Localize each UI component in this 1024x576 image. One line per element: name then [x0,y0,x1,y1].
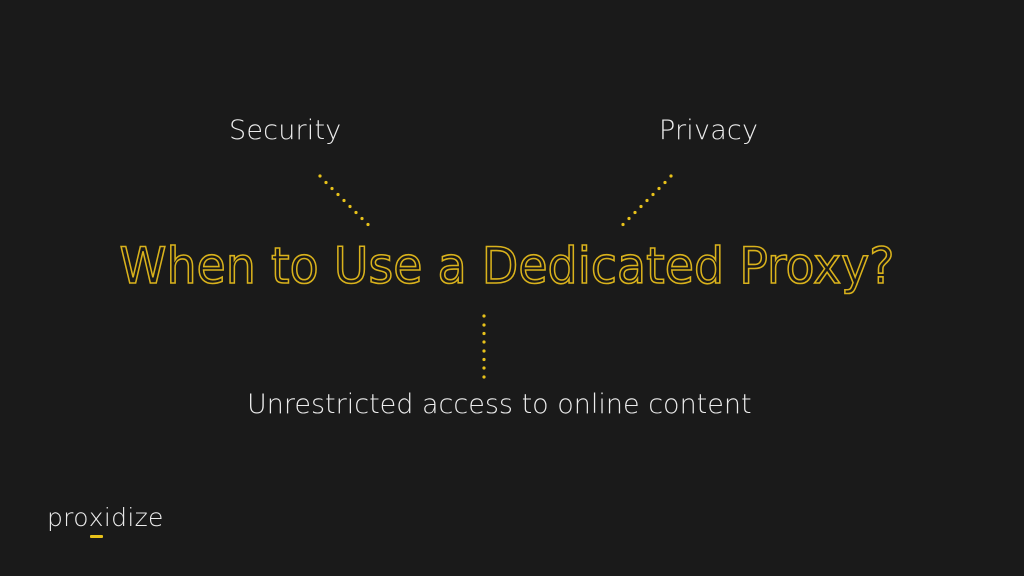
connector-security [318,174,370,227]
branch-label-access: Unrestricted access to online content [247,389,752,420]
connector-access [482,314,486,379]
connector-privacy [621,174,673,227]
logo-suffix: idize [103,503,164,532]
proxidize-logo: proxidize [47,503,164,538]
slide-title: When to Use a Dedicated Proxy? [119,236,896,296]
branch-label-security: Security [229,115,342,146]
logo-prefix: pro [47,503,89,532]
logo-highlight: x [88,503,104,538]
slide-title-text: When to Use a Dedicated Proxy? [120,237,895,295]
branch-label-privacy: Privacy [659,115,759,146]
